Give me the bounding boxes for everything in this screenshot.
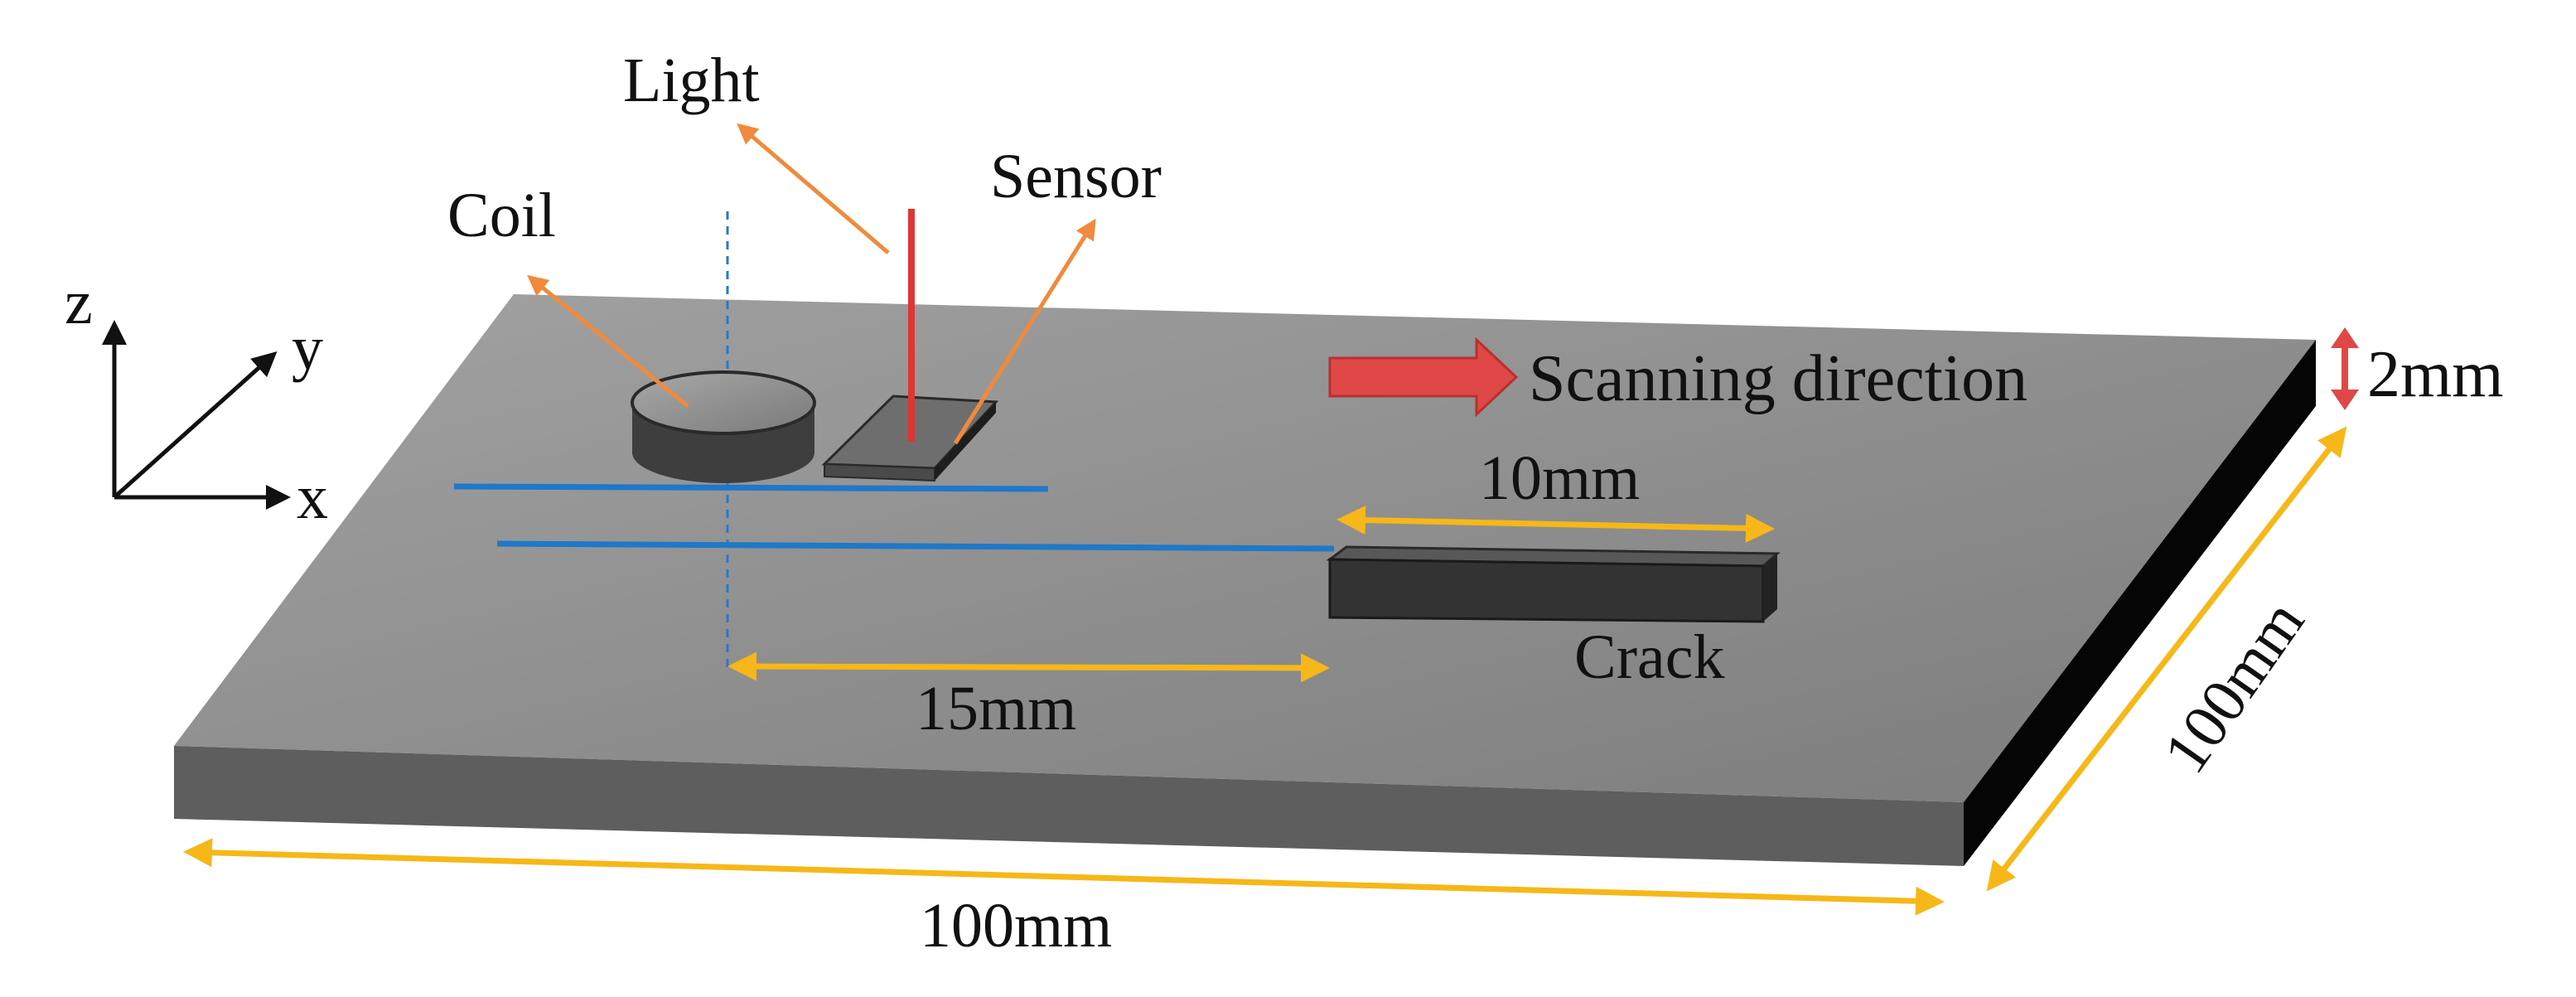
crack-label: Crack [1574,622,1724,692]
crack-length-dimension [1336,506,1775,543]
crack [1326,545,1781,623]
sensor-side [935,402,996,481]
dimension-arrows [183,426,2347,916]
coil-label: Coil [447,181,556,250]
plate-width-label: 100mm [2150,588,2317,785]
offset-dimension [727,651,1330,683]
light-pointer-arrow [737,123,890,254]
crack-front [1328,558,1765,623]
thickness-arrow-shaft [2342,348,2348,390]
thickness-arrow-down [2331,390,2359,410]
scan-line-lower [496,540,1335,552]
scanning-direction-label: Scanning direction [1529,342,2027,415]
thickness-arrow-up [2331,327,2359,348]
scan-line-upper [453,483,1049,492]
sensor-label: Sensor [990,142,1162,211]
thickness-arrow [2331,327,2359,410]
pointer-arrows [527,123,1096,445]
coil-top [631,370,816,435]
z-axis-label: z [65,268,93,337]
plate-front-face [174,746,1964,866]
thickness-label: 2mm [2367,338,2503,411]
scanning-direction-arrow [1328,336,1519,418]
coil [631,370,816,483]
crack-length-label: 10mm [1479,443,1640,513]
plate-length-label: 100mm [920,891,1112,961]
sensor-pointer-arrow [953,218,1096,445]
coordinate-axes [102,320,291,510]
x-axis-label: x [297,462,328,532]
y-axis-label: y [292,313,323,383]
crack-side [1763,554,1777,622]
offset-label: 15mm [916,674,1076,743]
plate-width-dimension [1986,426,2347,892]
light-label: Light [623,46,760,115]
plate-length-dimension [183,838,1945,916]
y-axis [113,351,278,499]
coil-pointer-arrow [527,274,689,408]
